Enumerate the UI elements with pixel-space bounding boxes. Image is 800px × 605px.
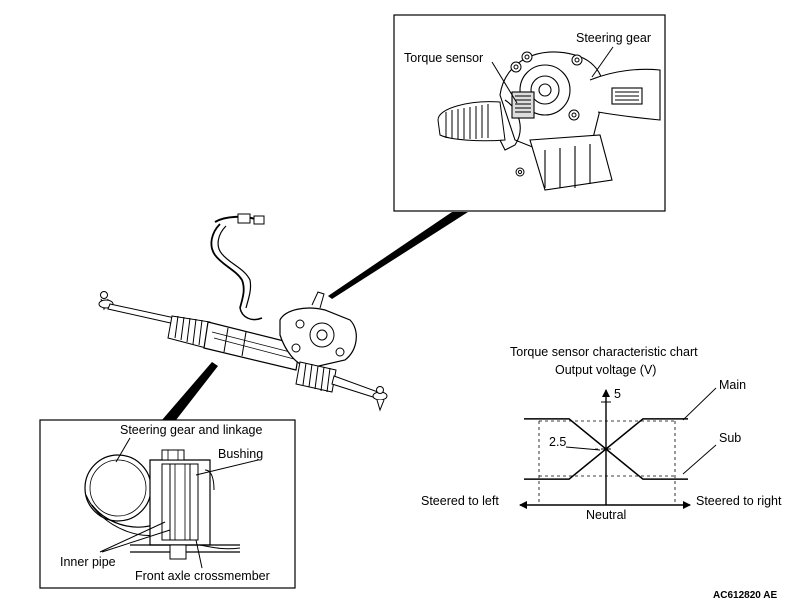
inner-pipe-callout: Inner pipe bbox=[60, 555, 116, 569]
figure-code: AC612820 AE bbox=[713, 590, 777, 601]
sub-series-leader bbox=[682, 444, 717, 475]
chart-left-label: Steered to left bbox=[421, 494, 499, 508]
chart-title: Torque sensor characteristic chart bbox=[510, 345, 698, 359]
chart-y-axis-label: Output voltage (V) bbox=[555, 363, 656, 377]
steering-rack-assembly bbox=[98, 213, 388, 412]
chart-series bbox=[524, 418, 688, 480]
sub-series-label: Sub bbox=[719, 431, 741, 445]
chart-mid-leader bbox=[565, 446, 601, 451]
torque-sensor-detail-view: Torque sensor Steering gear bbox=[393, 14, 666, 212]
chart-right-label: Steered to right bbox=[696, 494, 782, 508]
bushing-callout: Bushing bbox=[218, 447, 263, 461]
torque-sensor-callout: Torque sensor bbox=[404, 51, 483, 65]
top-detail-pointer bbox=[328, 212, 468, 299]
chart-neutral-label: Neutral bbox=[586, 508, 626, 522]
bottom-detail-pointer bbox=[162, 362, 218, 420]
main-series-label: Main bbox=[719, 378, 746, 392]
torque-sensor-chart: Torque sensor characteristic chart Outpu… bbox=[421, 345, 782, 522]
chart-y-tick-label-top: 5 bbox=[614, 387, 621, 401]
front-axle-crossmember-callout: Front axle crossmember bbox=[135, 569, 270, 583]
main-series-leader bbox=[682, 387, 717, 421]
series-line-sub bbox=[524, 418, 688, 480]
mounting-detail-view: Steering gear and linkage Bushing Inner … bbox=[39, 419, 296, 589]
chart-guide-lines bbox=[538, 420, 676, 505]
steering-gear-callout: Steering gear bbox=[576, 31, 651, 45]
chart-y-tick-label-mid: 2.5 bbox=[549, 435, 566, 449]
steering-gear-and-linkage-callout: Steering gear and linkage bbox=[120, 423, 263, 437]
